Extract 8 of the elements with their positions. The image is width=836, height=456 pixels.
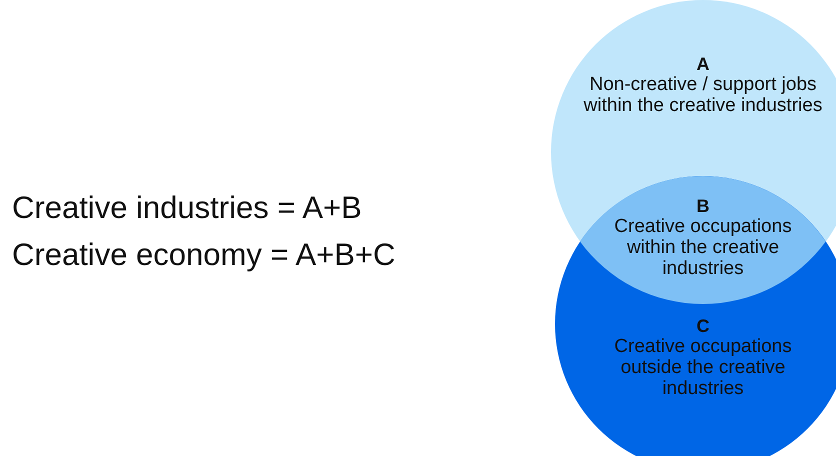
equation-text: Creative economy = A+B+C (12, 237, 396, 273)
region-letter: A (696, 54, 710, 74)
region-letter: C (696, 316, 710, 336)
region-description: Creative occupations within the creative industries (613, 216, 793, 279)
region-letter: B (695, 196, 710, 216)
region-description: Creative occupations outside the creative industries (613, 336, 793, 399)
region-description: Non-creative / support jobs within the creative industries (582, 74, 824, 116)
equation-text: Creative industries = A+B (12, 190, 362, 226)
